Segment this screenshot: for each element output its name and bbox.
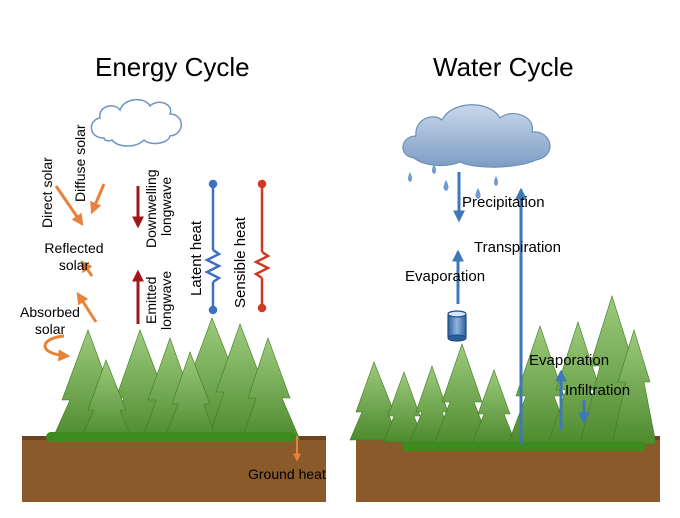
sensible-heat-label: Sensible heat — [232, 217, 249, 308]
downwelling-longwave-label-2: longwave — [158, 176, 174, 236]
latent-heat-label: Latent heat — [188, 220, 205, 296]
forest-right — [349, 294, 657, 451]
reflected-solar-label: Reflected solar — [34, 240, 114, 274]
tree-icon — [349, 294, 657, 445]
reflected-solar-line-1: Reflected — [44, 240, 104, 256]
reflected-solar-arrow — [76, 291, 98, 323]
grass-icon — [46, 432, 296, 442]
water-cycle-title: Water Cycle — [433, 52, 574, 82]
tree-icon — [51, 317, 301, 441]
evaporation-label-bottom: Evaporation — [529, 352, 610, 369]
cloud-icon — [90, 98, 182, 147]
infiltration-label: Infiltration — [565, 382, 631, 399]
grass-icon — [402, 442, 646, 451]
water-bucket-icon — [447, 310, 467, 342]
energy-cycle-title: Energy Cycle — [95, 52, 250, 82]
forest-left — [46, 317, 301, 442]
soil-left — [22, 436, 326, 502]
reflected-solar-arrow-up — [80, 260, 94, 277]
absorbed-solar-arrow — [43, 334, 71, 362]
transpiration-label: Transpiration — [474, 239, 561, 256]
emitted-longwave-label-2: longwave — [158, 270, 174, 330]
absorbed-solar-line-1: Absorbed — [20, 304, 80, 320]
evaporation-label-top: Evaporation — [405, 268, 486, 285]
diffuse-solar-label: Diffuse solar — [72, 124, 88, 202]
direct-solar-label: Direct solar — [39, 157, 55, 228]
direct-solar-arrow — [54, 185, 84, 226]
rain-cloud-icon — [402, 104, 551, 199]
downwelling-longwave-label-1: Downwelling — [143, 169, 159, 248]
sensible-heat-symbol — [253, 179, 271, 313]
ground-heat-label: Ground heat — [248, 466, 326, 482]
latent-heat-symbol — [204, 179, 222, 315]
diffuse-solar-arrow — [90, 183, 106, 215]
emitted-longwave-label-1: Emitted — [143, 276, 159, 324]
absorbed-solar-line-2: solar — [34, 321, 66, 337]
precipitation-label: Precipitation — [462, 194, 545, 211]
absorbed-solar-label: Absorbed solar — [10, 304, 90, 338]
reflected-solar-line-2: solar — [58, 257, 90, 273]
